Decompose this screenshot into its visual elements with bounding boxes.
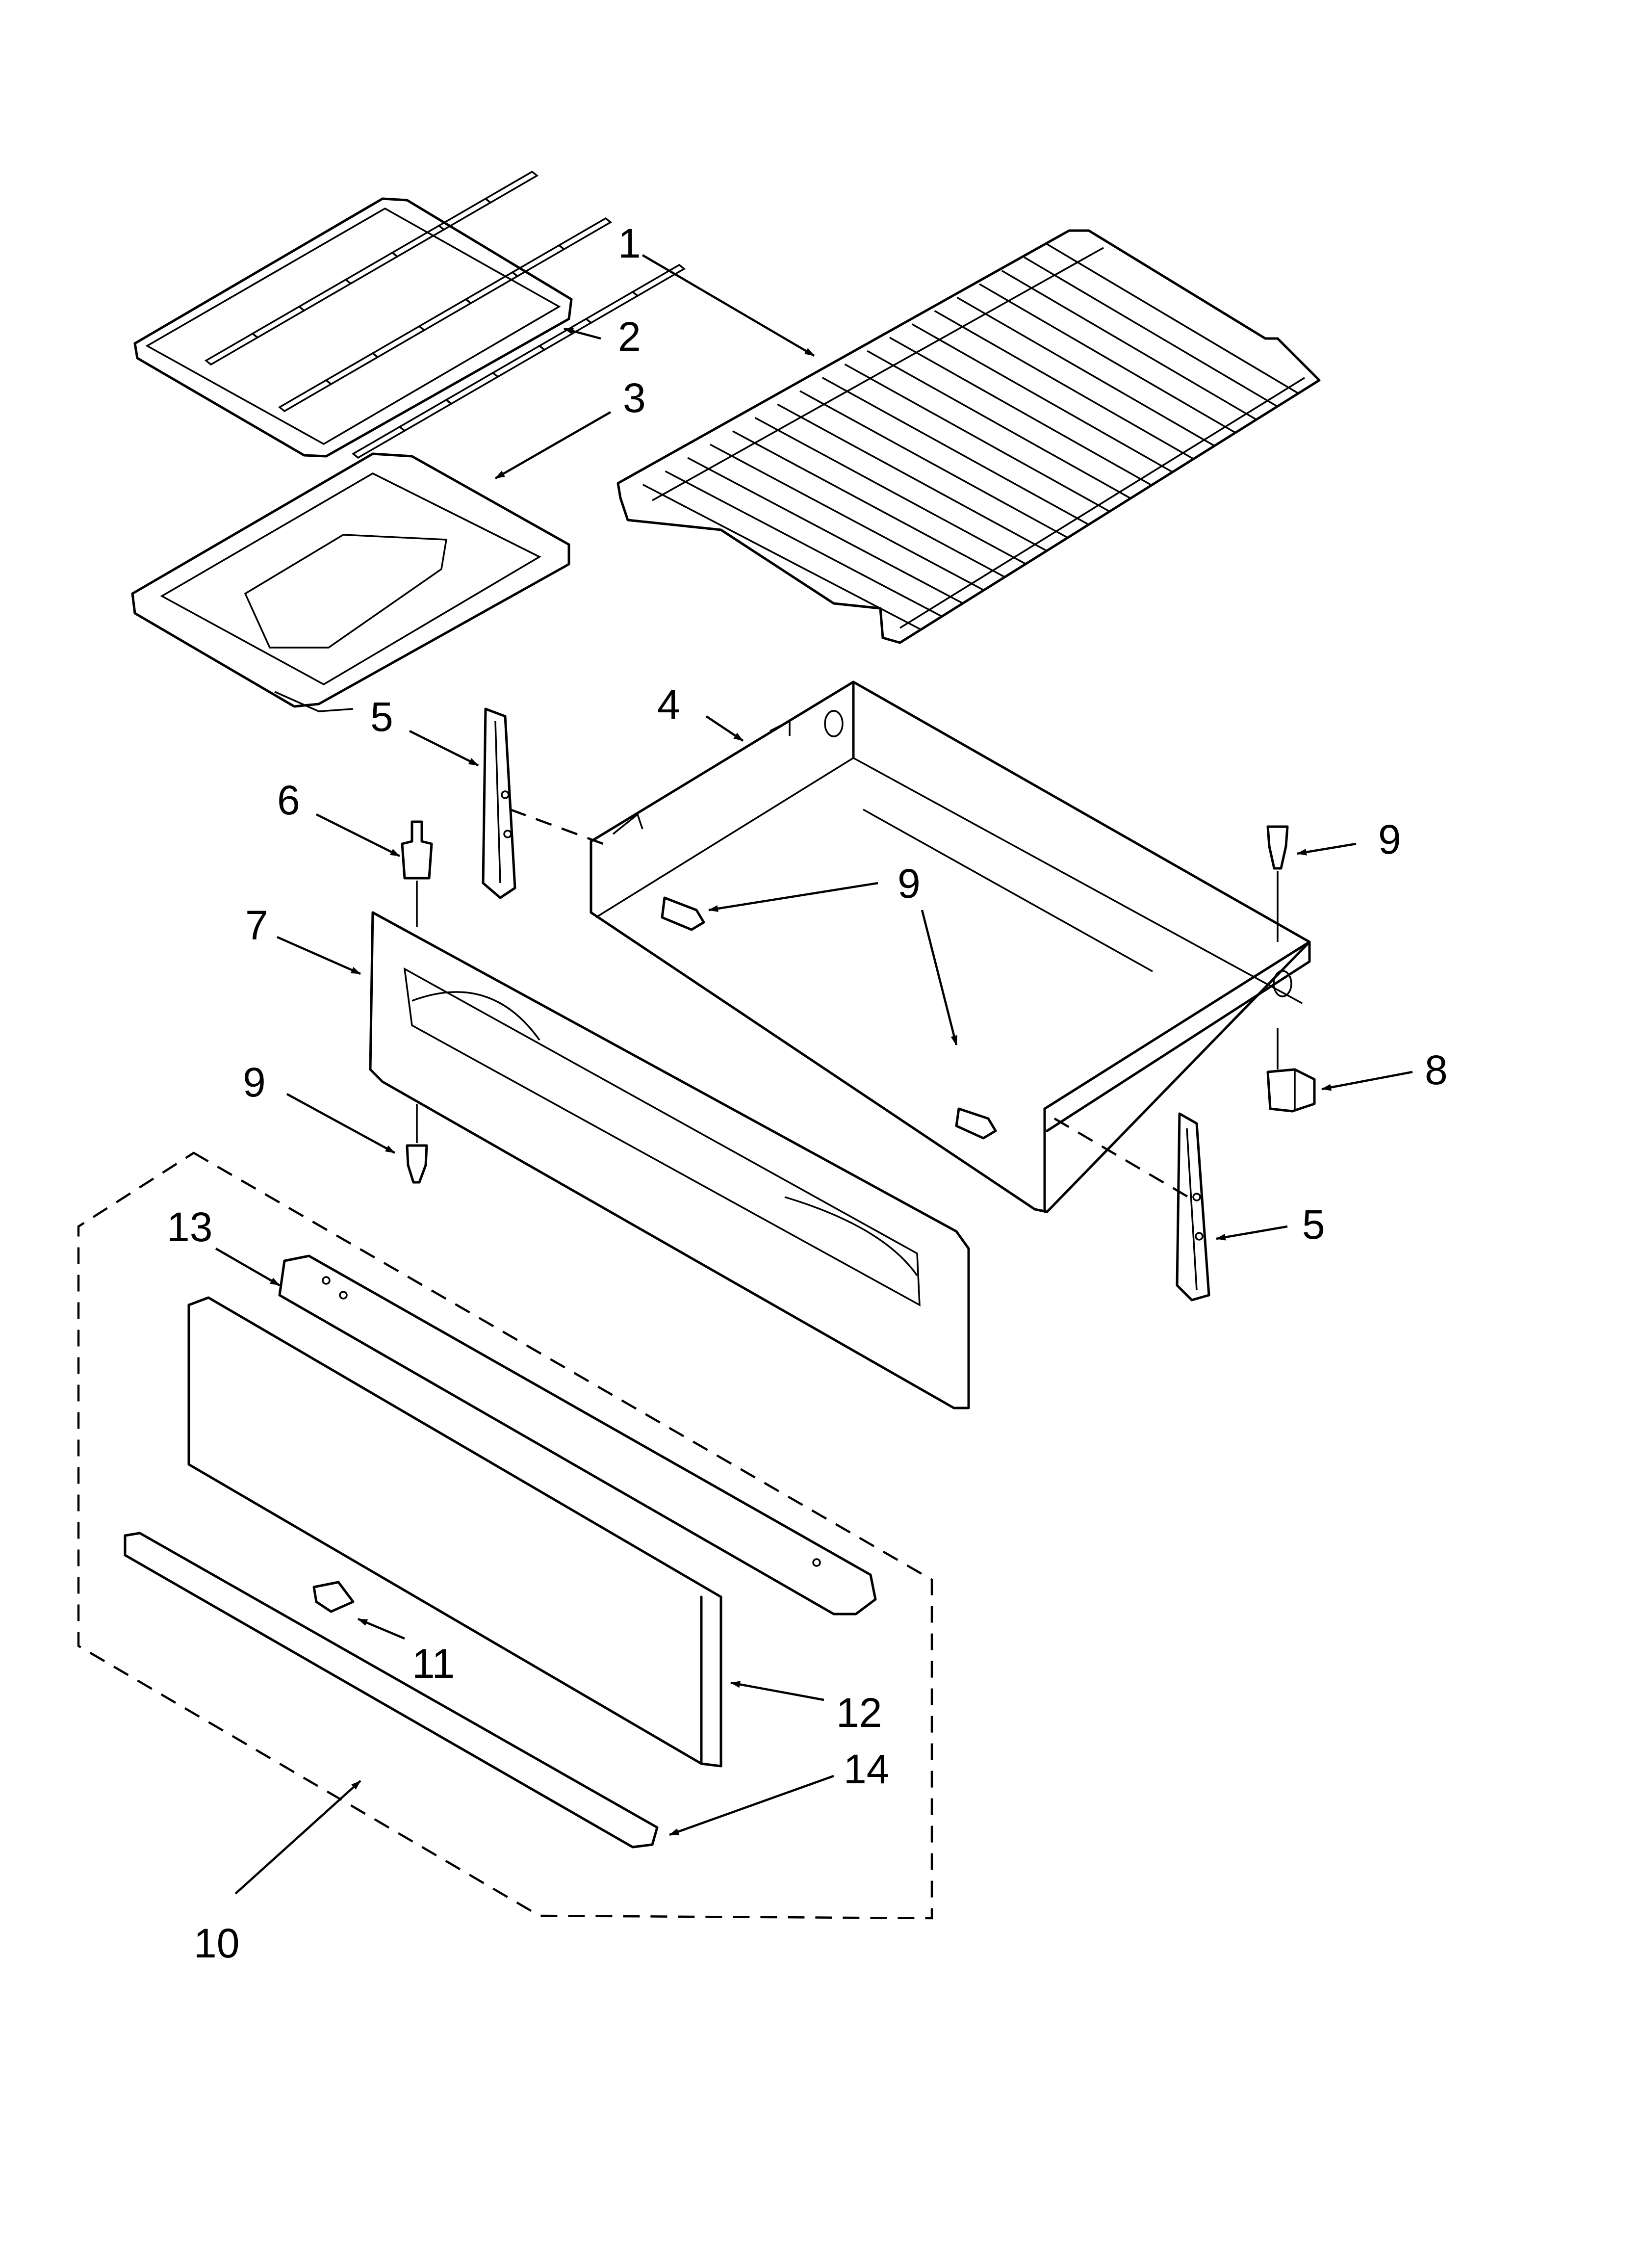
- callout-5-left: 5: [370, 694, 393, 740]
- rack-wire: [665, 470, 943, 618]
- grid-slot: [464, 271, 519, 305]
- grid-slot: [204, 332, 259, 366]
- oven-rack: [616, 229, 1321, 644]
- rack-wire: [642, 484, 922, 630]
- drawer-body: [590, 680, 1311, 1213]
- callout-12: 12: [836, 1690, 882, 1736]
- screw-drawer-right: [955, 1107, 997, 1140]
- panel-insert: [187, 1296, 722, 1768]
- rack-wire: [911, 323, 1173, 473]
- rack-wire: [710, 443, 984, 591]
- leader-9-center: [708, 882, 878, 912]
- grid-slot: [444, 371, 500, 405]
- leader-9-center-b: [921, 910, 958, 1045]
- rack-wire: [844, 363, 1110, 513]
- rivet: [401, 820, 433, 927]
- leader-3: [494, 411, 612, 479]
- callout-11: 11: [412, 1641, 455, 1687]
- rack-wire: [1001, 270, 1257, 420]
- clip: [1266, 1028, 1316, 1113]
- grid-slot: [251, 305, 306, 339]
- leader-1: [641, 254, 815, 357]
- screw-lower-left: [406, 1104, 428, 1184]
- callout-14: 14: [844, 1746, 889, 1792]
- rack-wire: [754, 417, 1026, 565]
- grid-slot: [631, 263, 686, 297]
- grid-slot: [390, 224, 446, 258]
- grid-slot: [297, 278, 353, 312]
- leader-11: [358, 1617, 405, 1640]
- callout-1: 1: [618, 220, 641, 266]
- rack-wire: [867, 350, 1131, 499]
- callout-9-right: 9: [1378, 816, 1401, 862]
- grid-slot: [491, 344, 546, 378]
- drawer-slide-right: [1176, 1112, 1210, 1302]
- leader-7: [277, 936, 361, 975]
- rack-wire: [934, 310, 1194, 460]
- grid-slot: [371, 325, 426, 359]
- callout-13: 13: [167, 1204, 212, 1250]
- rack-wire: [821, 377, 1089, 525]
- grid-slot: [417, 298, 473, 332]
- callout-9-left: 9: [243, 1059, 266, 1105]
- callout-10: 10: [194, 1920, 239, 1966]
- broiler-grid: [133, 170, 686, 459]
- rack-wire: [777, 403, 1048, 552]
- screw-drawer-left: [661, 896, 705, 931]
- callout-3: 3: [623, 375, 646, 421]
- leader-9-left: [286, 1093, 396, 1154]
- leader-8: [1321, 1070, 1413, 1091]
- rack-wire: [687, 457, 964, 604]
- rack-wire: [732, 430, 1005, 578]
- grid-slot: [398, 398, 453, 432]
- grid-slot: [511, 244, 566, 278]
- broiler-pan: [131, 452, 570, 712]
- rack-wire: [1046, 243, 1299, 394]
- leader-12: [730, 1681, 824, 1701]
- rack-wire: [956, 296, 1215, 447]
- leader-10: [234, 1780, 361, 1895]
- callout-6: 6: [277, 777, 300, 823]
- kit-outline: [77, 1151, 933, 1920]
- small-clip: [312, 1581, 355, 1613]
- leader-2: [564, 327, 601, 340]
- grid-slot: [557, 217, 613, 251]
- grid-slot: [344, 251, 399, 285]
- drawer-front-panel: [369, 911, 970, 1409]
- leader-5a: [409, 730, 479, 767]
- leader-5b: [1216, 1225, 1288, 1241]
- grid-slot: [278, 379, 333, 413]
- leader-13: [215, 1248, 281, 1286]
- drawer-slide-left: [482, 707, 516, 899]
- slide-left-line: [510, 808, 604, 845]
- callout-4: 4: [657, 681, 680, 728]
- callout-7: 7: [245, 902, 268, 948]
- bottom-trim: [124, 1532, 659, 1849]
- slide-right-line: [1053, 1118, 1198, 1203]
- leader-14: [669, 1774, 834, 1836]
- rack-wire: [799, 390, 1068, 539]
- rack-wire: [889, 337, 1152, 486]
- rack-wire: [1024, 256, 1278, 408]
- callout-2: 2: [618, 313, 641, 360]
- callout-8: 8: [1425, 1047, 1448, 1093]
- grid-slot: [324, 352, 380, 386]
- callout-9-center: 9: [898, 860, 921, 907]
- rack-wire: [979, 283, 1236, 434]
- grid-slot: [484, 170, 539, 204]
- leader-9-right: [1297, 842, 1357, 856]
- callout-5-right: 5: [1302, 1201, 1325, 1248]
- leader-6: [315, 813, 401, 858]
- screw-top-right: [1266, 825, 1289, 942]
- leader-4: [705, 715, 744, 742]
- trim-strip: [278, 1254, 877, 1616]
